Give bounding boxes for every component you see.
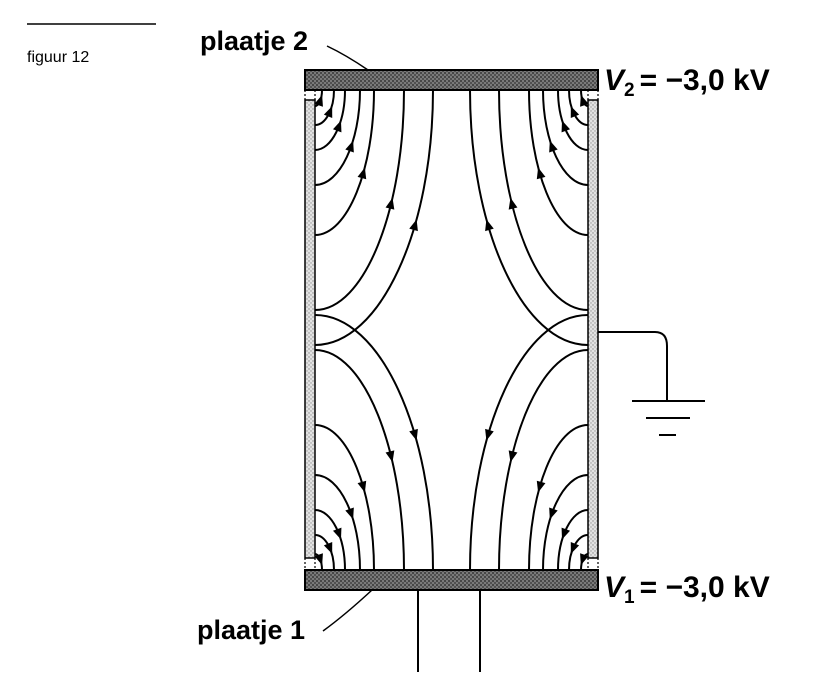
plate-1-leader xyxy=(322,589,373,632)
field-line xyxy=(528,89,589,236)
grounded-cylinder-wall xyxy=(304,90,599,570)
field-line xyxy=(314,89,405,311)
field-line xyxy=(469,314,589,571)
field-arrow xyxy=(332,120,342,133)
field-arrow xyxy=(508,450,518,463)
field-arrow xyxy=(580,94,589,107)
field-line xyxy=(314,509,346,571)
field-line xyxy=(498,89,589,311)
field-arrow xyxy=(549,140,558,153)
plate-2-leader xyxy=(326,45,369,71)
field-arrow xyxy=(332,527,342,540)
plate-1 xyxy=(304,569,599,591)
field-line xyxy=(542,89,589,186)
v2-symbol: V xyxy=(604,64,627,97)
v2-value: = −3,0 kV xyxy=(640,64,770,97)
field-line xyxy=(314,89,434,346)
field-arrow xyxy=(314,553,323,566)
field-arrow xyxy=(357,480,367,493)
plate-2-label: plaatje 2 xyxy=(200,26,308,56)
field-arrow xyxy=(485,219,494,232)
ground-connection xyxy=(598,331,705,436)
field-line xyxy=(314,314,434,571)
field-line xyxy=(528,424,589,571)
v1-symbol: V xyxy=(604,571,627,604)
field-line xyxy=(498,349,589,571)
field-line xyxy=(314,474,361,571)
field-line xyxy=(557,509,589,571)
field-line xyxy=(314,89,346,151)
field-arrow xyxy=(580,553,589,566)
v1-value: = −3,0 kV xyxy=(640,571,770,604)
field-arrow xyxy=(409,428,418,441)
field-arrow xyxy=(570,542,580,554)
field-arrow xyxy=(345,507,354,520)
field-arrow xyxy=(561,120,571,133)
plate-2-voltage: V2= −3,0 kV xyxy=(604,64,770,101)
field-arrow xyxy=(409,219,418,232)
field-arrow xyxy=(314,94,323,107)
plate-1-label: plaatje 1 xyxy=(197,615,305,645)
field-line xyxy=(542,474,589,571)
v1-subscript: 1 xyxy=(624,587,635,608)
field-arrow xyxy=(561,527,571,540)
field-line xyxy=(314,349,405,571)
figure-caption: figuur 12 xyxy=(27,49,89,66)
field-arrow xyxy=(508,197,518,210)
field-arrow xyxy=(536,167,546,180)
field-arrow xyxy=(385,197,395,210)
field-arrow xyxy=(323,106,333,118)
plate-2 xyxy=(304,69,599,91)
field-arrow xyxy=(385,450,395,463)
field-arrow xyxy=(485,428,494,441)
field-arrow xyxy=(536,480,546,493)
field-line xyxy=(314,89,361,186)
field-line xyxy=(314,89,375,236)
right-wall xyxy=(587,99,599,559)
field-line xyxy=(314,424,375,571)
plate-1-voltage: V1= −3,0 kV xyxy=(604,571,770,608)
field-arrow xyxy=(549,507,558,520)
field-line xyxy=(557,89,589,151)
field-arrow xyxy=(323,542,333,554)
field-arrow xyxy=(357,167,367,180)
field-arrow xyxy=(570,106,580,118)
v2-subscript: 2 xyxy=(624,80,635,101)
left-wall xyxy=(304,99,316,559)
field-arrow xyxy=(345,140,354,153)
field-lines xyxy=(314,89,589,571)
field-line xyxy=(469,89,589,346)
